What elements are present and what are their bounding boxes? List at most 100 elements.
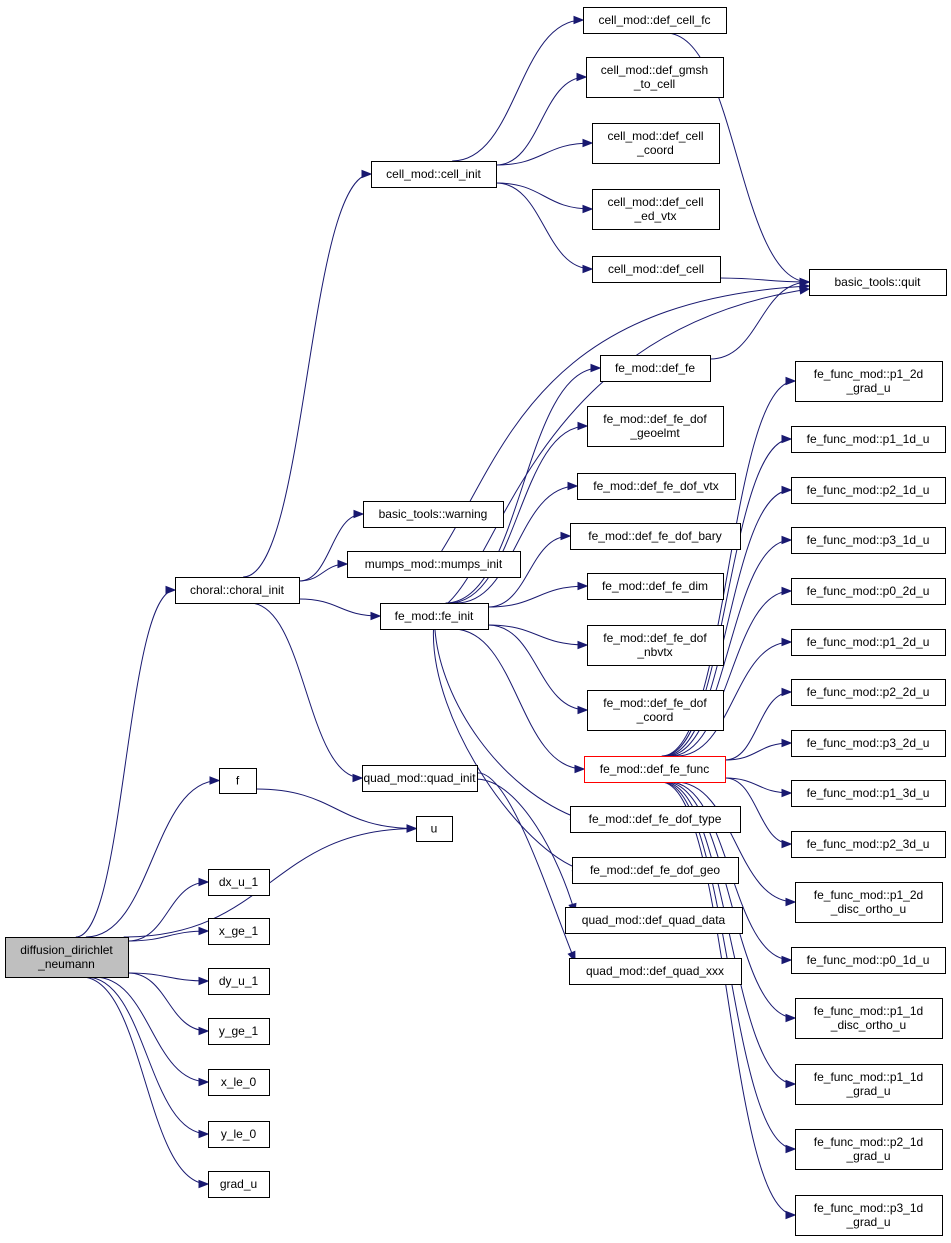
- node-def-cell-coord-label: _coord: [636, 143, 674, 157]
- edge-fe-init-to-def-fe-dim: [487, 585, 588, 608]
- node-def-fe-dof-geoelmt[interactable]: fe_mod::def_fe_dof_geoelmt: [587, 406, 724, 447]
- node-root-box: [5, 937, 129, 978]
- node-fe-init-box: [380, 603, 489, 630]
- node-p1-2d-u[interactable]: fe_func_mod::p1_2d_u: [791, 629, 946, 656]
- node-p0-1d-u[interactable]: fe_func_mod::p0_1d_u: [791, 947, 946, 974]
- edge-root-to-x-le-0: [94, 976, 209, 1083]
- edge-def-fe-func-to-p3-1d-grad-u-arrowhead: [785, 1210, 797, 1220]
- node-p3-2d-u[interactable]: fe_func_mod::p3_2d_u: [791, 730, 946, 757]
- node-def-fe-dof-coord[interactable]: fe_mod::def_fe_dof_coord: [587, 690, 724, 731]
- node-def-cell-coord-label: cell_mod::def_cell: [607, 129, 703, 143]
- edge-choral-init-to-cell-init: [243, 173, 372, 578]
- node-p1-2d-disc-ortho-u[interactable]: fe_func_mod::p1_2d_disc_ortho_u: [795, 882, 943, 923]
- node-def-gmsh-to-cell[interactable]: cell_mod::def_gmsh_to_cell: [586, 57, 724, 98]
- node-def-fe-dof-nbvtx-box: [587, 625, 724, 666]
- node-p3-1d-u[interactable]: fe_func_mod::p3_1d_u: [791, 527, 946, 554]
- node-def-quad-data[interactable]: quad_mod::def_quad_data: [565, 907, 743, 934]
- node-def-fe-dof-nbvtx-label: _nbvtx: [636, 645, 672, 659]
- edge-choral-init-to-cell-init-arrowhead: [361, 169, 373, 179]
- node-p2-2d-u-box: [791, 679, 946, 706]
- node-p2-1d-grad-u[interactable]: fe_func_mod::p2_1d_grad_u: [795, 1129, 943, 1170]
- node-def-gmsh-to-cell-label: cell_mod::def_gmsh: [601, 63, 708, 77]
- node-mumps-init[interactable]: mumps_mod::mumps_init: [347, 551, 521, 578]
- node-def-cell-fc-box: [583, 7, 727, 34]
- node-y-ge-1[interactable]: y_ge_1: [208, 1018, 270, 1045]
- node-dy-u-1[interactable]: dy_u_1: [208, 968, 270, 995]
- node-p2-2d-u[interactable]: fe_func_mod::p2_2d_u: [791, 679, 946, 706]
- edge-root-to-x-ge-1-arrowhead: [198, 926, 210, 936]
- node-u[interactable]: u: [416, 816, 453, 842]
- node-def-fe-dof-geoelmt-label: fe_mod::def_fe_dof: [603, 412, 707, 426]
- node-grad-u[interactable]: grad_u: [208, 1171, 270, 1198]
- node-root[interactable]: diffusion_dirichlet_neumann: [5, 937, 129, 978]
- node-def-fe-func[interactable]: fe_mod::def_fe_func: [584, 756, 726, 783]
- node-def-cell[interactable]: cell_mod::def_cell: [592, 256, 721, 283]
- node-def-cell-box: [592, 256, 721, 283]
- node-quit[interactable]: basic_tools::quit: [809, 269, 947, 296]
- node-quad-init[interactable]: quad_mod::quad_init: [362, 765, 478, 792]
- node-warning[interactable]: basic_tools::warning: [363, 501, 504, 528]
- node-x-ge-1[interactable]: x_ge_1: [208, 918, 270, 945]
- node-y-le-0[interactable]: y_le_0: [208, 1121, 270, 1148]
- node-def-fe-dof-geo[interactable]: fe_mod::def_fe_dof_geo: [572, 857, 739, 884]
- edge-def-fe-func-to-p1-1d-disc-ortho-u: [665, 781, 796, 1019]
- node-p0-2d-u[interactable]: fe_func_mod::p0_2d_u: [791, 578, 946, 605]
- node-p3-2d-u-label: fe_func_mod::p3_2d_u: [807, 736, 930, 750]
- node-def-quad-xxx[interactable]: quad_mod::def_quad_xxx: [569, 958, 742, 985]
- node-cell-init[interactable]: cell_mod::cell_init: [371, 161, 497, 188]
- node-p0-1d-u-label: fe_func_mod::p0_1d_u: [807, 953, 930, 967]
- node-p1-1d-grad-u[interactable]: fe_func_mod::p1_1d_grad_u: [795, 1064, 943, 1105]
- node-def-fe-dof-geoelmt-box: [587, 406, 724, 447]
- node-p1-2d-u-box: [791, 629, 946, 656]
- node-grad-u-label: grad_u: [220, 1177, 257, 1191]
- node-def-fe[interactable]: fe_mod::def_fe: [600, 355, 711, 382]
- node-def-fe-dof-type-box: [570, 806, 741, 833]
- node-choral-init[interactable]: choral::choral_init: [175, 577, 300, 604]
- node-p2-3d-u[interactable]: fe_func_mod::p2_3d_u: [791, 831, 946, 858]
- node-dx-u-1[interactable]: dx_u_1: [208, 869, 270, 896]
- node-p1-1d-u-label: fe_func_mod::p1_1d_u: [807, 432, 930, 446]
- node-y-ge-1-label: y_ge_1: [219, 1024, 259, 1038]
- edge-def-fe-func-to-p2-1d-grad-u-arrowhead: [785, 1144, 797, 1154]
- edge-fe-init-to-def-fe-func: [452, 628, 585, 770]
- edge-root-to-f: [85, 780, 220, 938]
- node-def-cell-coord[interactable]: cell_mod::def_cell_coord: [592, 123, 720, 164]
- node-p2-3d-u-box: [791, 831, 946, 858]
- node-def-fe-dof-vtx[interactable]: fe_mod::def_fe_dof_vtx: [577, 473, 736, 500]
- node-p1-1d-u[interactable]: fe_func_mod::p1_1d_u: [791, 426, 946, 453]
- node-def-cell-fc[interactable]: cell_mod::def_cell_fc: [583, 7, 727, 34]
- node-p2-1d-u[interactable]: fe_func_mod::p2_1d_u: [791, 477, 946, 504]
- node-fe-init[interactable]: fe_mod::fe_init: [380, 603, 489, 630]
- node-p1-2d-grad-u[interactable]: fe_func_mod::p1_2d_grad_u: [795, 361, 943, 402]
- edge-def-fe-func-to-p1-3d-u-arrowhead: [781, 788, 793, 798]
- node-y-le-0-label: y_le_0: [221, 1127, 257, 1141]
- node-p1-1d-disc-ortho-u[interactable]: fe_func_mod::p1_1d_disc_ortho_u: [795, 998, 943, 1039]
- call-edges: [75, 15, 811, 1220]
- edge-fe-init-to-def-fe-dof-nbvtx: [487, 624, 588, 646]
- edge-fe-init-to-def-fe-dof-vtx-arrowhead: [567, 481, 579, 491]
- node-def-fe-dof-type-label: fe_mod::def_fe_dof_type: [589, 812, 722, 826]
- edge-def-fe-func-to-p3-1d-u-arrowhead: [781, 535, 793, 545]
- node-def-cell-ed-vtx[interactable]: cell_mod::def_cell_ed_vtx: [592, 189, 720, 230]
- node-p2-2d-u-label: fe_func_mod::p2_2d_u: [807, 685, 930, 699]
- node-p3-1d-grad-u-label: fe_func_mod::p3_1d: [814, 1201, 923, 1215]
- node-x-le-0[interactable]: x_le_0: [208, 1069, 270, 1096]
- node-def-fe-dof-bary[interactable]: fe_mod::def_fe_dof_bary: [570, 523, 741, 550]
- node-p1-1d-grad-u-label: fe_func_mod::p1_1d: [814, 1070, 923, 1084]
- node-def-fe-dof-vtx-label: fe_mod::def_fe_dof_vtx: [593, 479, 718, 493]
- node-f[interactable]: f: [219, 768, 257, 794]
- node-def-fe-dof-nbvtx[interactable]: fe_mod::def_fe_dof_nbvtx: [587, 625, 724, 666]
- node-def-fe-dim[interactable]: fe_mod::def_fe_dim: [587, 573, 724, 600]
- node-p3-1d-grad-u[interactable]: fe_func_mod::p3_1d_grad_u: [795, 1195, 943, 1236]
- edge-root-to-grad-u: [81, 976, 209, 1185]
- node-p1-1d-disc-ortho-u-label: fe_func_mod::p1_1d: [814, 1004, 923, 1018]
- node-def-fe-func-label: fe_mod::def_fe_func: [600, 762, 709, 776]
- edge-root-to-dy-u-1: [127, 972, 209, 982]
- node-def-fe-dof-vtx-box: [577, 473, 736, 500]
- node-p1-3d-u[interactable]: fe_func_mod::p1_3d_u: [791, 780, 946, 807]
- node-def-fe-dof-type[interactable]: fe_mod::def_fe_dof_type: [570, 806, 741, 833]
- node-def-cell-label: cell_mod::def_cell: [608, 262, 704, 276]
- edge-def-fe-func-to-p2-1d-u: [664, 489, 792, 757]
- edge-fe-init-to-quit-arrowhead: [798, 286, 811, 295]
- node-p1-2d-grad-u-label: _grad_u: [845, 381, 890, 395]
